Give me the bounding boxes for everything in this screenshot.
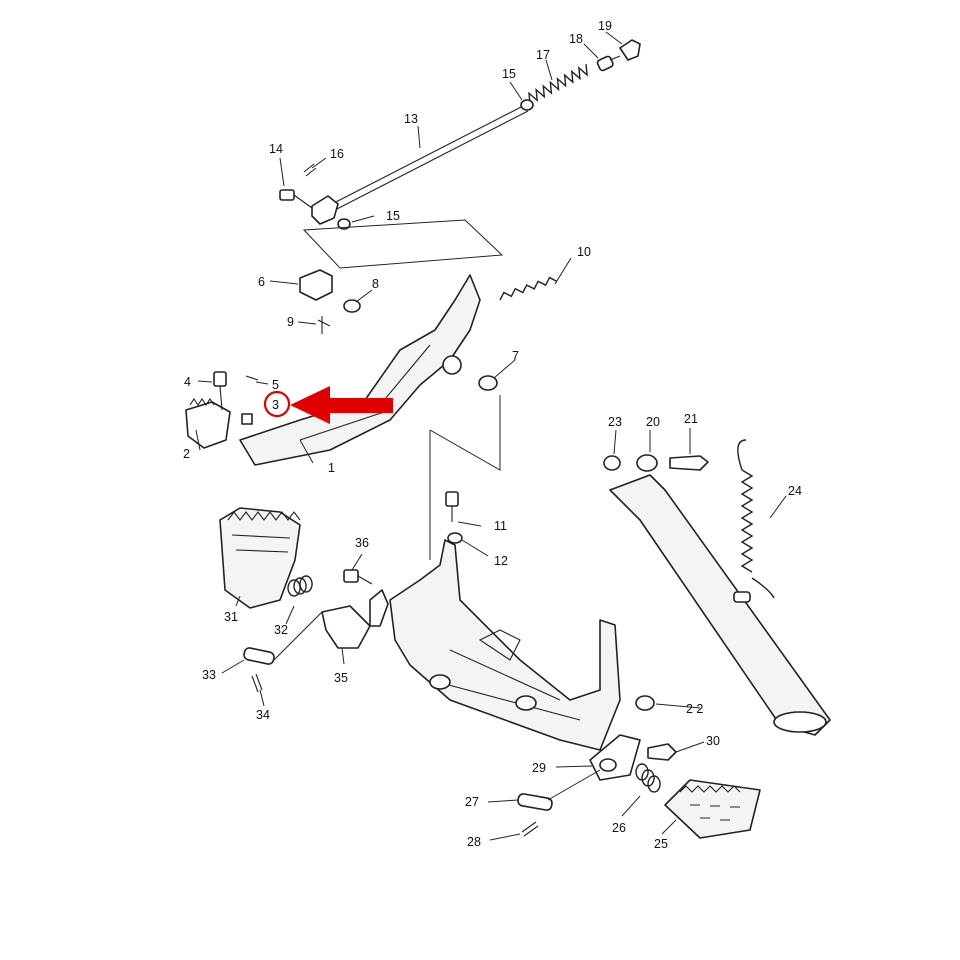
callout-13: 13: [404, 112, 418, 126]
footrest-pin-right: [517, 793, 553, 811]
stand-nut-top: [603, 455, 621, 471]
return-spring: [499, 276, 558, 301]
footrest-bolt-left: [343, 569, 359, 583]
rod-washer: [520, 99, 534, 111]
callout-31: 31: [224, 610, 238, 624]
right-footrest-assembly: [517, 734, 761, 839]
brake-pedal: [239, 274, 481, 466]
callout-18: 18: [569, 32, 583, 46]
callout-29: 29: [532, 761, 546, 775]
callout-26: 26: [612, 821, 626, 835]
callout-1: 1: [328, 461, 335, 475]
frame-bracket: [389, 539, 621, 751]
rod-washer-lower: [337, 218, 351, 230]
pedal-tip: [185, 401, 231, 449]
callout-22: 2 2: [686, 702, 703, 716]
callout-32: 32: [274, 623, 288, 637]
pivot-bolt: [299, 269, 333, 301]
rod-clevis: [311, 195, 339, 225]
footrest-cotter-right: [521, 821, 539, 837]
callout-6: 6: [258, 275, 265, 289]
callout-21: 21: [684, 412, 698, 426]
highlight-part-3: [263, 386, 393, 424]
left-footrest-assembly: [219, 507, 389, 693]
side-stand-assembly: [603, 439, 831, 736]
reference-frame: [302, 219, 504, 269]
callout-5: 5: [272, 378, 279, 392]
callout-20: 20: [646, 415, 660, 429]
callout-7: 7: [512, 349, 519, 363]
callout-16: 16: [330, 147, 344, 161]
bracket-bolt: [445, 491, 459, 507]
callout-36: 36: [355, 536, 369, 550]
tip-bolt: [213, 371, 227, 387]
footrest-spring-right: [635, 763, 661, 793]
callout-30: 30: [706, 734, 720, 748]
footrest-cotter-left: [251, 673, 263, 693]
stand-pin: [733, 591, 751, 603]
tip-nut: [241, 413, 253, 425]
stand-foot: [773, 711, 827, 733]
rod-spring: [528, 64, 588, 105]
rod-joint: [619, 39, 641, 61]
callout-11: 11: [494, 519, 507, 533]
callout-34: 34: [256, 708, 270, 722]
tip-cotter: [245, 375, 259, 381]
left-footrest: [219, 507, 301, 609]
callout-2: 2: [183, 447, 190, 461]
stand-nut: [635, 695, 655, 711]
highlight-circle: [263, 390, 291, 418]
callout-3: 3: [272, 398, 279, 412]
highlight-arrow: [290, 386, 393, 424]
callout-19: 19: [598, 19, 612, 33]
pedal-washer: [478, 375, 498, 391]
callout-9: 9: [287, 315, 294, 329]
brake-rod-assembly: [279, 39, 641, 269]
footrest-mount-left: [321, 605, 371, 649]
callout-15-lower: 15: [386, 209, 400, 223]
pivot-pin: [317, 316, 331, 334]
callout-15-upper: 15: [502, 67, 516, 81]
footrest-bolt-right: [647, 743, 677, 761]
clevis-pin: [279, 189, 295, 201]
bracket-washer: [447, 532, 463, 544]
leader-lines: [195, 31, 787, 841]
right-footrest: [664, 779, 761, 839]
brake-rod: [329, 104, 526, 206]
callout-10: 10: [577, 245, 591, 259]
stand-spring: [737, 439, 775, 599]
callout-33: 33: [202, 668, 216, 682]
pivot-washer: [343, 299, 361, 313]
callout-27: 27: [465, 795, 479, 809]
stand-bolt: [669, 455, 709, 471]
brake-pedal-assembly: [185, 269, 558, 466]
callout-28: 28: [467, 835, 481, 849]
footrest-bracket: [389, 395, 655, 751]
pedal-boss: [442, 355, 462, 375]
callout-4: 4: [184, 375, 191, 389]
callout-8: 8: [372, 277, 379, 291]
callout-35: 35: [334, 671, 348, 685]
footrest-spring-left: [287, 575, 313, 597]
callout-12: 12: [494, 554, 508, 568]
callout-14: 14: [269, 142, 283, 156]
callout-labels: 1 2 3 4 5 6 7 8 9 10 11 12 13 14 15 15 1…: [183, 19, 802, 851]
stand-pivot: [636, 454, 658, 472]
callout-23: 23: [608, 415, 622, 429]
callout-17: 17: [536, 48, 550, 62]
cotter-pin: [303, 163, 317, 177]
callout-25: 25: [654, 837, 668, 851]
callout-24: 24: [788, 484, 802, 498]
adjust-nut: [596, 55, 614, 72]
footrest-pin-left: [243, 647, 275, 665]
